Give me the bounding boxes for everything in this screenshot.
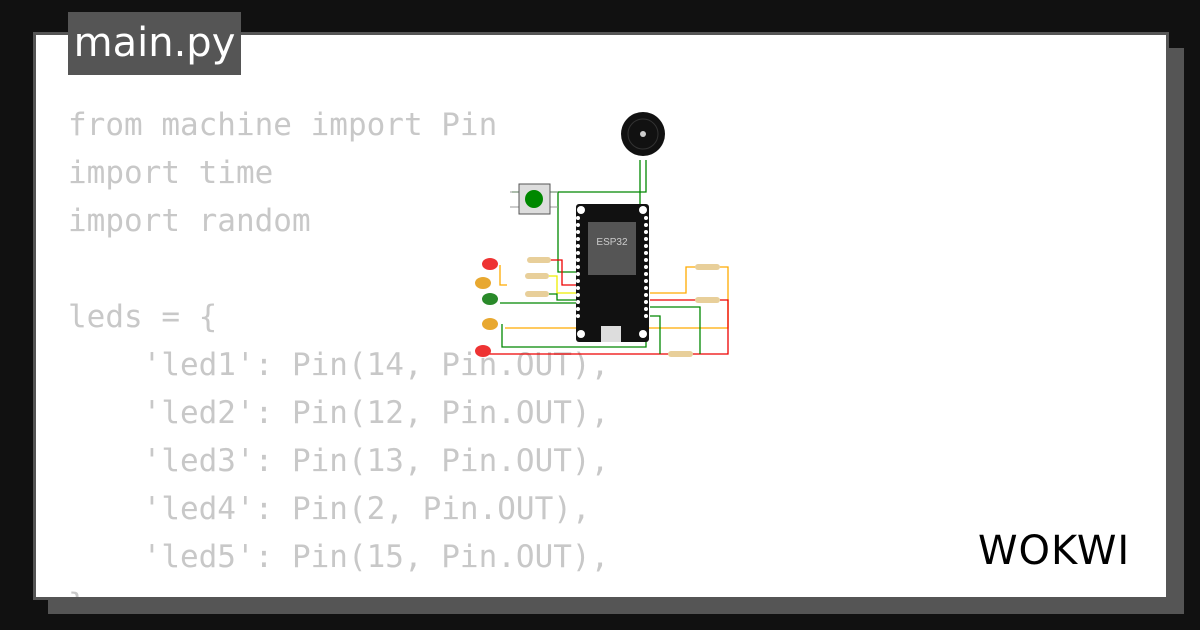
resistor[interactable] [525, 273, 549, 279]
wire [549, 293, 578, 301]
code-line: 'led4': Pin(2, Pin.OUT), [68, 491, 591, 527]
resistor[interactable] [668, 351, 693, 357]
board-pin [576, 216, 580, 220]
board-pin [576, 230, 580, 234]
board-pin [576, 286, 580, 290]
resistor[interactable] [695, 297, 720, 303]
board-pin [576, 265, 580, 269]
pushbutton[interactable] [510, 183, 558, 215]
board-pin [644, 258, 648, 262]
wire [544, 259, 578, 286]
wire [549, 275, 578, 294]
led-red[interactable] [482, 258, 498, 270]
code-line: from machine import Pin [68, 107, 498, 143]
code-preview: from machine import Pin import time impo… [68, 101, 610, 597]
board-pin [644, 286, 648, 290]
board-pin [644, 307, 648, 311]
resistor[interactable] [525, 291, 549, 297]
code-line: 'led5': Pin(15, Pin.OUT), [68, 539, 610, 575]
board-pin [644, 265, 648, 269]
board-label: ESP32 [596, 237, 628, 248]
code-line: leds = { [68, 299, 218, 335]
resistor[interactable] [527, 257, 551, 263]
resistor[interactable] [695, 264, 720, 270]
board-pin [644, 272, 648, 276]
board-pin [644, 279, 648, 283]
led-red[interactable] [475, 345, 491, 357]
board-pin [576, 251, 580, 255]
wire [485, 299, 729, 355]
code-line: import random [68, 203, 311, 239]
board-pin [644, 244, 648, 248]
board-pin [644, 237, 648, 241]
board-pin [576, 293, 580, 297]
board-pin [644, 216, 648, 220]
code-line: 'led2': Pin(12, Pin.OUT), [68, 395, 610, 431]
leds [475, 258, 498, 357]
esp32-board[interactable]: ESP32 [576, 204, 649, 342]
wokwi-logo: WOKWI [978, 528, 1130, 574]
board-pin [644, 251, 648, 255]
led-amber[interactable] [475, 277, 491, 289]
board-pin [576, 272, 580, 276]
board-pin [644, 293, 648, 297]
board-pin [576, 279, 580, 283]
wire [650, 315, 661, 354]
board-pin [644, 223, 648, 227]
board-pin [644, 230, 648, 234]
code-line: 'led1': Pin(14, Pin.OUT), [68, 347, 610, 383]
board-pin [576, 300, 580, 304]
wire [650, 266, 700, 294]
board-pin [576, 258, 580, 262]
code-line: } [68, 587, 87, 597]
wire [557, 192, 578, 273]
file-tab: main.py [68, 12, 241, 75]
buzzer[interactable] [621, 112, 665, 156]
board-pin [644, 314, 648, 318]
resistors [525, 257, 720, 357]
board-pin [576, 244, 580, 248]
led-green[interactable] [482, 293, 498, 305]
logo-text: WOKWI [978, 528, 1131, 574]
board-pin [576, 237, 580, 241]
board-pin [576, 314, 580, 318]
board-pin [644, 300, 648, 304]
board-pin [576, 223, 580, 227]
led-amber[interactable] [482, 318, 498, 330]
code-line: 'led3': Pin(13, Pin.OUT), [68, 443, 610, 479]
board-pin [576, 307, 580, 311]
code-line: import time [68, 155, 274, 191]
wire [650, 306, 701, 354]
wire [499, 265, 507, 286]
